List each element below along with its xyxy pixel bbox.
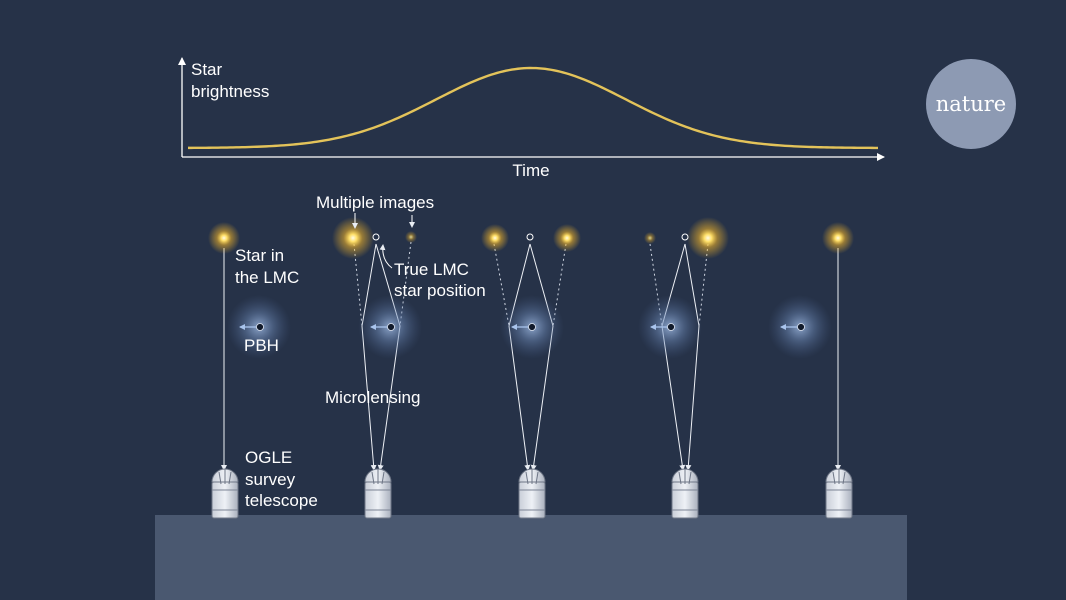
pbh-dot-4 <box>667 323 675 331</box>
star-label-line2: the LMC <box>235 268 299 287</box>
telescope-1 <box>211 468 239 519</box>
telescope-3 <box>518 468 546 519</box>
pbh-label: PBH <box>244 336 279 355</box>
telescope-4 <box>671 468 699 519</box>
telescope-5 <box>825 468 853 519</box>
star-image-2a <box>332 217 374 259</box>
star-image-4a <box>644 232 656 244</box>
logo-circle <box>926 59 1016 149</box>
star-image-3b <box>553 224 581 252</box>
pbh-dot-3 <box>528 323 536 331</box>
annotation-arrows <box>352 213 415 269</box>
pbh-dot-2 <box>387 323 395 331</box>
telescope-label-line1: OGLE <box>245 448 292 467</box>
ray-image-4b <box>684 243 700 471</box>
brightness-curve <box>187 66 879 150</box>
ray-image-2a <box>361 243 377 471</box>
pbh-dot-1 <box>256 323 264 331</box>
telescope-label-line2: survey <box>245 470 296 489</box>
telescope-label-line3: telescope <box>245 491 318 510</box>
true-position-label-line1: True LMC <box>394 260 469 279</box>
true-position-label-line2: star position <box>394 281 486 300</box>
y-axis-label-line2: brightness <box>191 82 269 101</box>
star-image-3a <box>481 224 509 252</box>
pbh-objects <box>239 323 805 331</box>
pbh-dot-5 <box>797 323 805 331</box>
x-axis-label: Time <box>512 161 549 180</box>
y-axis-label-line1: Star <box>191 60 223 79</box>
microlensing-label: Microlensing <box>325 388 420 407</box>
star-1 <box>208 222 240 254</box>
true-positions <box>372 233 689 241</box>
nature-logo: nature <box>926 59 1016 149</box>
logo-text: nature <box>936 92 1006 116</box>
ground <box>155 515 907 600</box>
star-image-4b <box>687 217 729 259</box>
star-label-line1: Star in <box>235 246 284 265</box>
labels: Star in the LMC PBH Multiple images True… <box>235 193 486 510</box>
telescopes <box>211 468 853 519</box>
star-images <box>208 217 854 259</box>
multiple-images-label: Multiple images <box>316 193 434 212</box>
star-5 <box>822 222 854 254</box>
star-image-2b <box>405 231 417 243</box>
brightness-graph: Star brightness Time <box>178 57 885 180</box>
telescope-2 <box>364 468 392 519</box>
